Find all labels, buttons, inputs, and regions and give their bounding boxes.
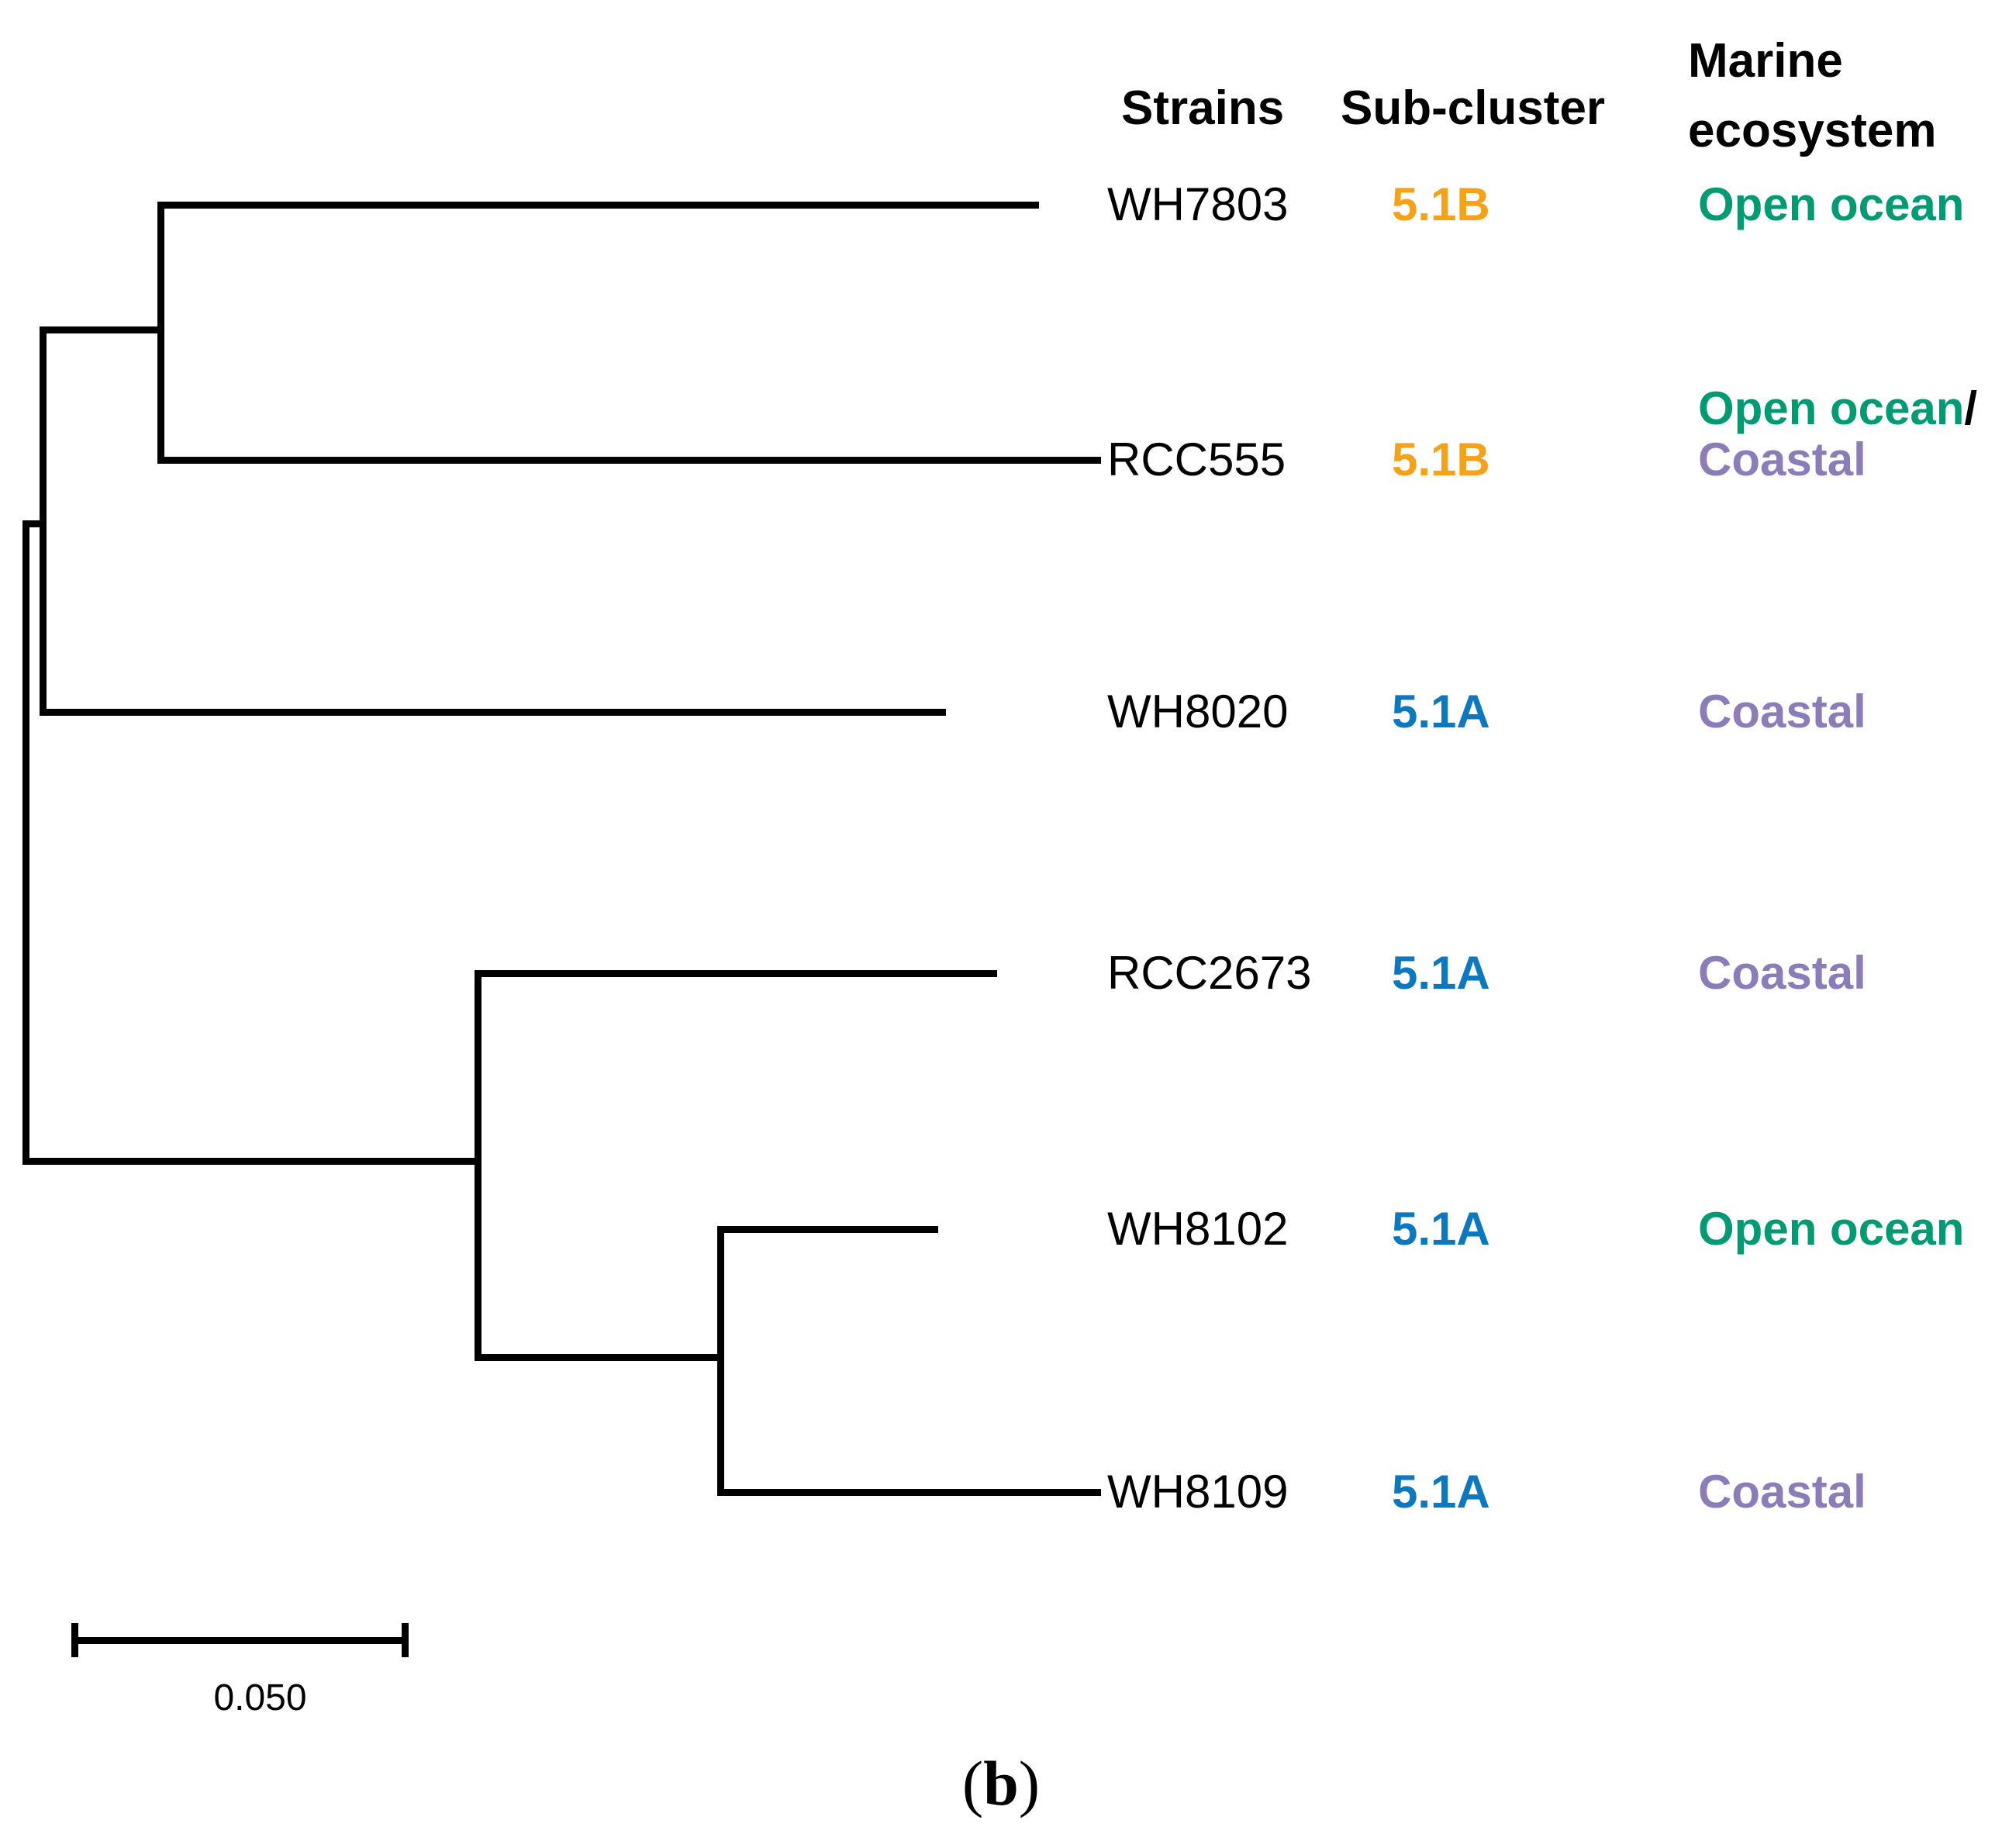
subcluster-label: 5.1A xyxy=(1392,1466,1490,1518)
ecosystem-value: Open ocean xyxy=(1698,178,1965,230)
node-rcc2673-group xyxy=(475,970,482,1361)
table-row: RCC555 5.1B Open ocean/ Coastal xyxy=(0,383,2002,488)
ecosystem-value: Open ocean xyxy=(1698,382,1965,434)
table-row: RCC2673 5.1A Coastal xyxy=(0,945,2002,1001)
scale-bar-segment xyxy=(74,1637,409,1644)
branch-rcc2673 xyxy=(475,970,997,977)
ecosystem-label: Open ocean xyxy=(1698,1201,1964,1257)
panel-label-paren-close: ) xyxy=(1018,1748,1041,1819)
branch-wh8109 xyxy=(717,1489,1101,1496)
table-row: WH8020 5.1A Coastal xyxy=(0,684,2002,740)
node-wh8102-wh8109 xyxy=(717,1226,724,1496)
strain-label: WH8109 xyxy=(1107,1466,1289,1518)
subcluster-label: 5.1A xyxy=(1392,947,1490,999)
ecosystem-value: Coastal xyxy=(1698,686,1866,737)
ecosystem-value: Open ocean xyxy=(1698,1203,1965,1255)
branch-wh8102 xyxy=(717,1226,938,1233)
strain-label: RCC2673 xyxy=(1107,947,1312,999)
column-header-marine-ecosystem: Marine ecosystem xyxy=(1688,34,1937,157)
ecosystem-separator: / xyxy=(1964,382,1978,434)
strain-label: WH7803 xyxy=(1107,178,1289,230)
ecosystem-label: Coastal xyxy=(1698,945,1866,1001)
scale-bar-segment xyxy=(402,1623,409,1657)
ecosystem-label: Open ocean/ Coastal xyxy=(1698,383,1977,485)
subcluster-label: 5.1B xyxy=(1392,178,1490,230)
strain-label: RCC555 xyxy=(1107,434,1286,485)
table-row: WH8102 5.1A Open ocean xyxy=(0,1201,2002,1257)
ecosystem-label: Coastal xyxy=(1698,1464,1866,1520)
subcluster-label: 5.1A xyxy=(1392,1203,1490,1255)
branch-upper-to-root xyxy=(22,520,47,527)
node-root xyxy=(22,520,29,1165)
scale-bar-label: 0.050 xyxy=(213,1677,307,1718)
branch-wh8102-wh8109-parent xyxy=(475,1354,724,1361)
scale-bar-segment xyxy=(71,1623,78,1657)
ecosystem-value: Coastal xyxy=(1698,947,1866,999)
branch-wh8020 xyxy=(40,709,946,716)
column-header-subcluster: Sub-cluster xyxy=(1341,81,1606,135)
table-row: WH7803 5.1B Open ocean xyxy=(0,177,2002,233)
ecosystem-label: Coastal xyxy=(1698,684,1866,740)
panel-label-letter: b xyxy=(983,1748,1019,1819)
branch-clade-51b xyxy=(40,326,164,333)
subcluster-label: 5.1A xyxy=(1392,686,1490,737)
strain-label: WH8020 xyxy=(1107,686,1289,737)
ecosystem-value: Coastal xyxy=(1698,1466,1866,1518)
table-row: WH8109 5.1A Coastal xyxy=(0,1464,2002,1520)
strain-label: WH8102 xyxy=(1107,1203,1289,1255)
branch-wh7803 xyxy=(157,202,1039,209)
subcluster-label: 5.1B xyxy=(1392,434,1490,485)
ecosystem-value: Coastal xyxy=(1698,434,1866,485)
branch-rcc555 xyxy=(157,457,1101,464)
panel-label: (b) xyxy=(0,1745,2002,1822)
branch-lower-clade xyxy=(22,1158,482,1165)
panel-label-paren-open: ( xyxy=(961,1748,984,1819)
ecosystem-label: Open ocean xyxy=(1698,177,1964,233)
column-header-strains: Strains xyxy=(1121,81,1285,135)
